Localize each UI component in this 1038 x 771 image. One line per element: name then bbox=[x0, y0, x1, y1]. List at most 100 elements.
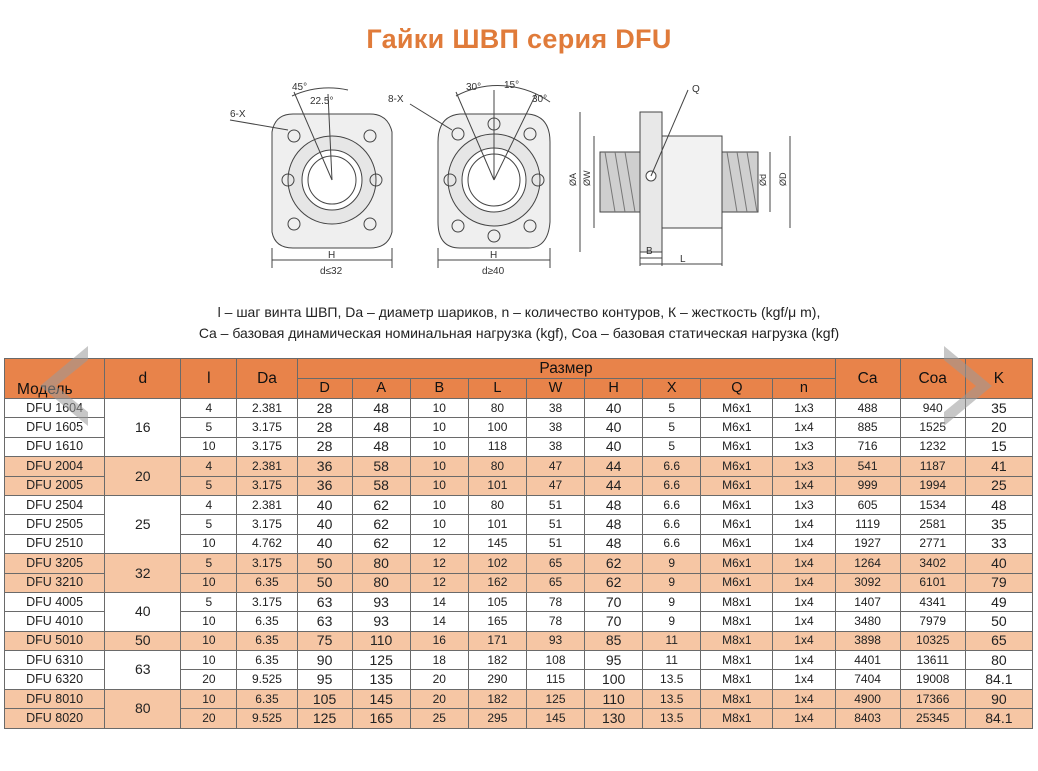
cell-L: 100 bbox=[467, 417, 527, 438]
cell-da: 6.35 bbox=[236, 611, 298, 632]
cell-k: 49 bbox=[964, 591, 1034, 613]
cell-B: 12 bbox=[409, 533, 469, 555]
cell-D: 50 bbox=[296, 553, 353, 574]
cell-coa: 1187 bbox=[899, 456, 966, 477]
cell-X: 6.6 bbox=[642, 514, 702, 535]
cell-ca: 885 bbox=[834, 417, 901, 438]
legend-line-2: Ca – базовая динамическая номинальная на… bbox=[198, 325, 840, 341]
cell-B: 10 bbox=[409, 397, 469, 419]
cell-da: 6.35 bbox=[236, 630, 298, 652]
cell-l: 10 bbox=[180, 688, 238, 710]
cell-B: 16 bbox=[409, 630, 469, 652]
cell-X: 5 bbox=[642, 397, 702, 419]
front2-angle1: 30° bbox=[466, 82, 481, 93]
cell-X: 9 bbox=[642, 553, 702, 574]
cell-model: DFU 8020 bbox=[3, 708, 106, 729]
cell-da: 3.175 bbox=[236, 514, 298, 535]
cell-model: DFU 5010 bbox=[3, 630, 106, 652]
cell-ca: 3480 bbox=[834, 611, 901, 632]
cell-D: 95 bbox=[296, 669, 353, 690]
cell-coa: 6101 bbox=[899, 572, 966, 593]
cell-n: 1x4 bbox=[772, 669, 836, 690]
cell-model: DFU 3205 bbox=[3, 553, 106, 574]
cell-H: 130 bbox=[584, 708, 644, 729]
cell-l: 20 bbox=[180, 708, 238, 729]
front-view-6-holes bbox=[229, 87, 393, 268]
cell-l: 10 bbox=[180, 650, 238, 671]
cell-H: 48 bbox=[584, 533, 644, 555]
front1-holes-label: 6-X bbox=[230, 109, 246, 120]
cell-D: 28 bbox=[296, 436, 353, 458]
cell-A: 48 bbox=[351, 417, 411, 438]
front1-angle2: 22.5° bbox=[310, 96, 333, 107]
cell-coa: 25345 bbox=[899, 708, 966, 729]
cell-ca: 4401 bbox=[834, 650, 901, 671]
cell-Q: M6x1 bbox=[700, 436, 774, 458]
cell-H: 85 bbox=[584, 630, 644, 652]
cell-B: 12 bbox=[409, 553, 469, 574]
cell-l: 10 bbox=[180, 533, 238, 555]
cell-coa: 2771 bbox=[899, 533, 966, 555]
cell-B: 18 bbox=[409, 650, 469, 671]
cell-D: 125 bbox=[296, 708, 353, 729]
cell-A: 48 bbox=[351, 397, 411, 419]
cell-model: DFU 8010 bbox=[3, 688, 106, 710]
cell-L: 80 bbox=[467, 397, 527, 419]
cell-L: 105 bbox=[467, 591, 527, 613]
next-button[interactable] bbox=[940, 342, 1000, 430]
cell-da: 3.175 bbox=[236, 417, 298, 438]
cell-k: 33 bbox=[964, 533, 1034, 555]
cell-n: 1x4 bbox=[772, 417, 836, 438]
front-view-8-holes bbox=[409, 85, 551, 268]
cell-H: 62 bbox=[584, 553, 644, 574]
cell-H: 70 bbox=[584, 611, 644, 632]
cell-D: 50 bbox=[296, 572, 353, 593]
cell-L: 118 bbox=[467, 436, 527, 458]
front2-holes-label: 8-X bbox=[388, 94, 404, 105]
cell-model: DFU 2505 bbox=[3, 514, 106, 535]
cell-L: 290 bbox=[467, 669, 527, 690]
cell-L: 101 bbox=[467, 475, 527, 496]
cell-da: 3.175 bbox=[236, 553, 298, 574]
cell-X: 9 bbox=[642, 611, 702, 632]
cell-X: 13.5 bbox=[642, 669, 702, 690]
cell-k: 15 bbox=[964, 436, 1034, 458]
cell-k: 35 bbox=[964, 514, 1034, 535]
cell-l: 4 bbox=[180, 494, 238, 516]
cell-A: 62 bbox=[351, 514, 411, 535]
cell-L: 80 bbox=[467, 494, 527, 516]
cell-l: 5 bbox=[180, 553, 238, 574]
header-x: X bbox=[642, 378, 702, 399]
cell-d: 40 bbox=[104, 591, 182, 632]
cell-A: 80 bbox=[351, 572, 411, 593]
cell-H: 40 bbox=[584, 436, 644, 458]
cell-d: 50 bbox=[104, 630, 182, 652]
cell-A: 110 bbox=[351, 630, 411, 652]
cell-d: 20 bbox=[104, 456, 182, 496]
cell-D: 36 bbox=[296, 475, 353, 496]
cell-A: 145 bbox=[351, 688, 411, 710]
cell-n: 1x4 bbox=[772, 688, 836, 710]
side-d-label: Ød bbox=[758, 174, 768, 186]
cell-H: 70 bbox=[584, 591, 644, 613]
cell-B: 20 bbox=[409, 688, 469, 710]
cell-n: 1x3 bbox=[772, 436, 836, 458]
cell-Q: M8x1 bbox=[700, 630, 774, 652]
cell-X: 9 bbox=[642, 572, 702, 593]
cell-model: DFU 2005 bbox=[3, 475, 106, 496]
prev-button[interactable] bbox=[32, 342, 92, 430]
cell-l: 10 bbox=[180, 611, 238, 632]
cell-A: 93 bbox=[351, 611, 411, 632]
cell-B: 14 bbox=[409, 591, 469, 613]
cell-n: 1x4 bbox=[772, 611, 836, 632]
cell-L: 171 bbox=[467, 630, 527, 652]
front1-d-label: d≤32 bbox=[320, 266, 343, 277]
header-d: d bbox=[104, 358, 182, 399]
cell-k: 65 bbox=[964, 630, 1034, 652]
